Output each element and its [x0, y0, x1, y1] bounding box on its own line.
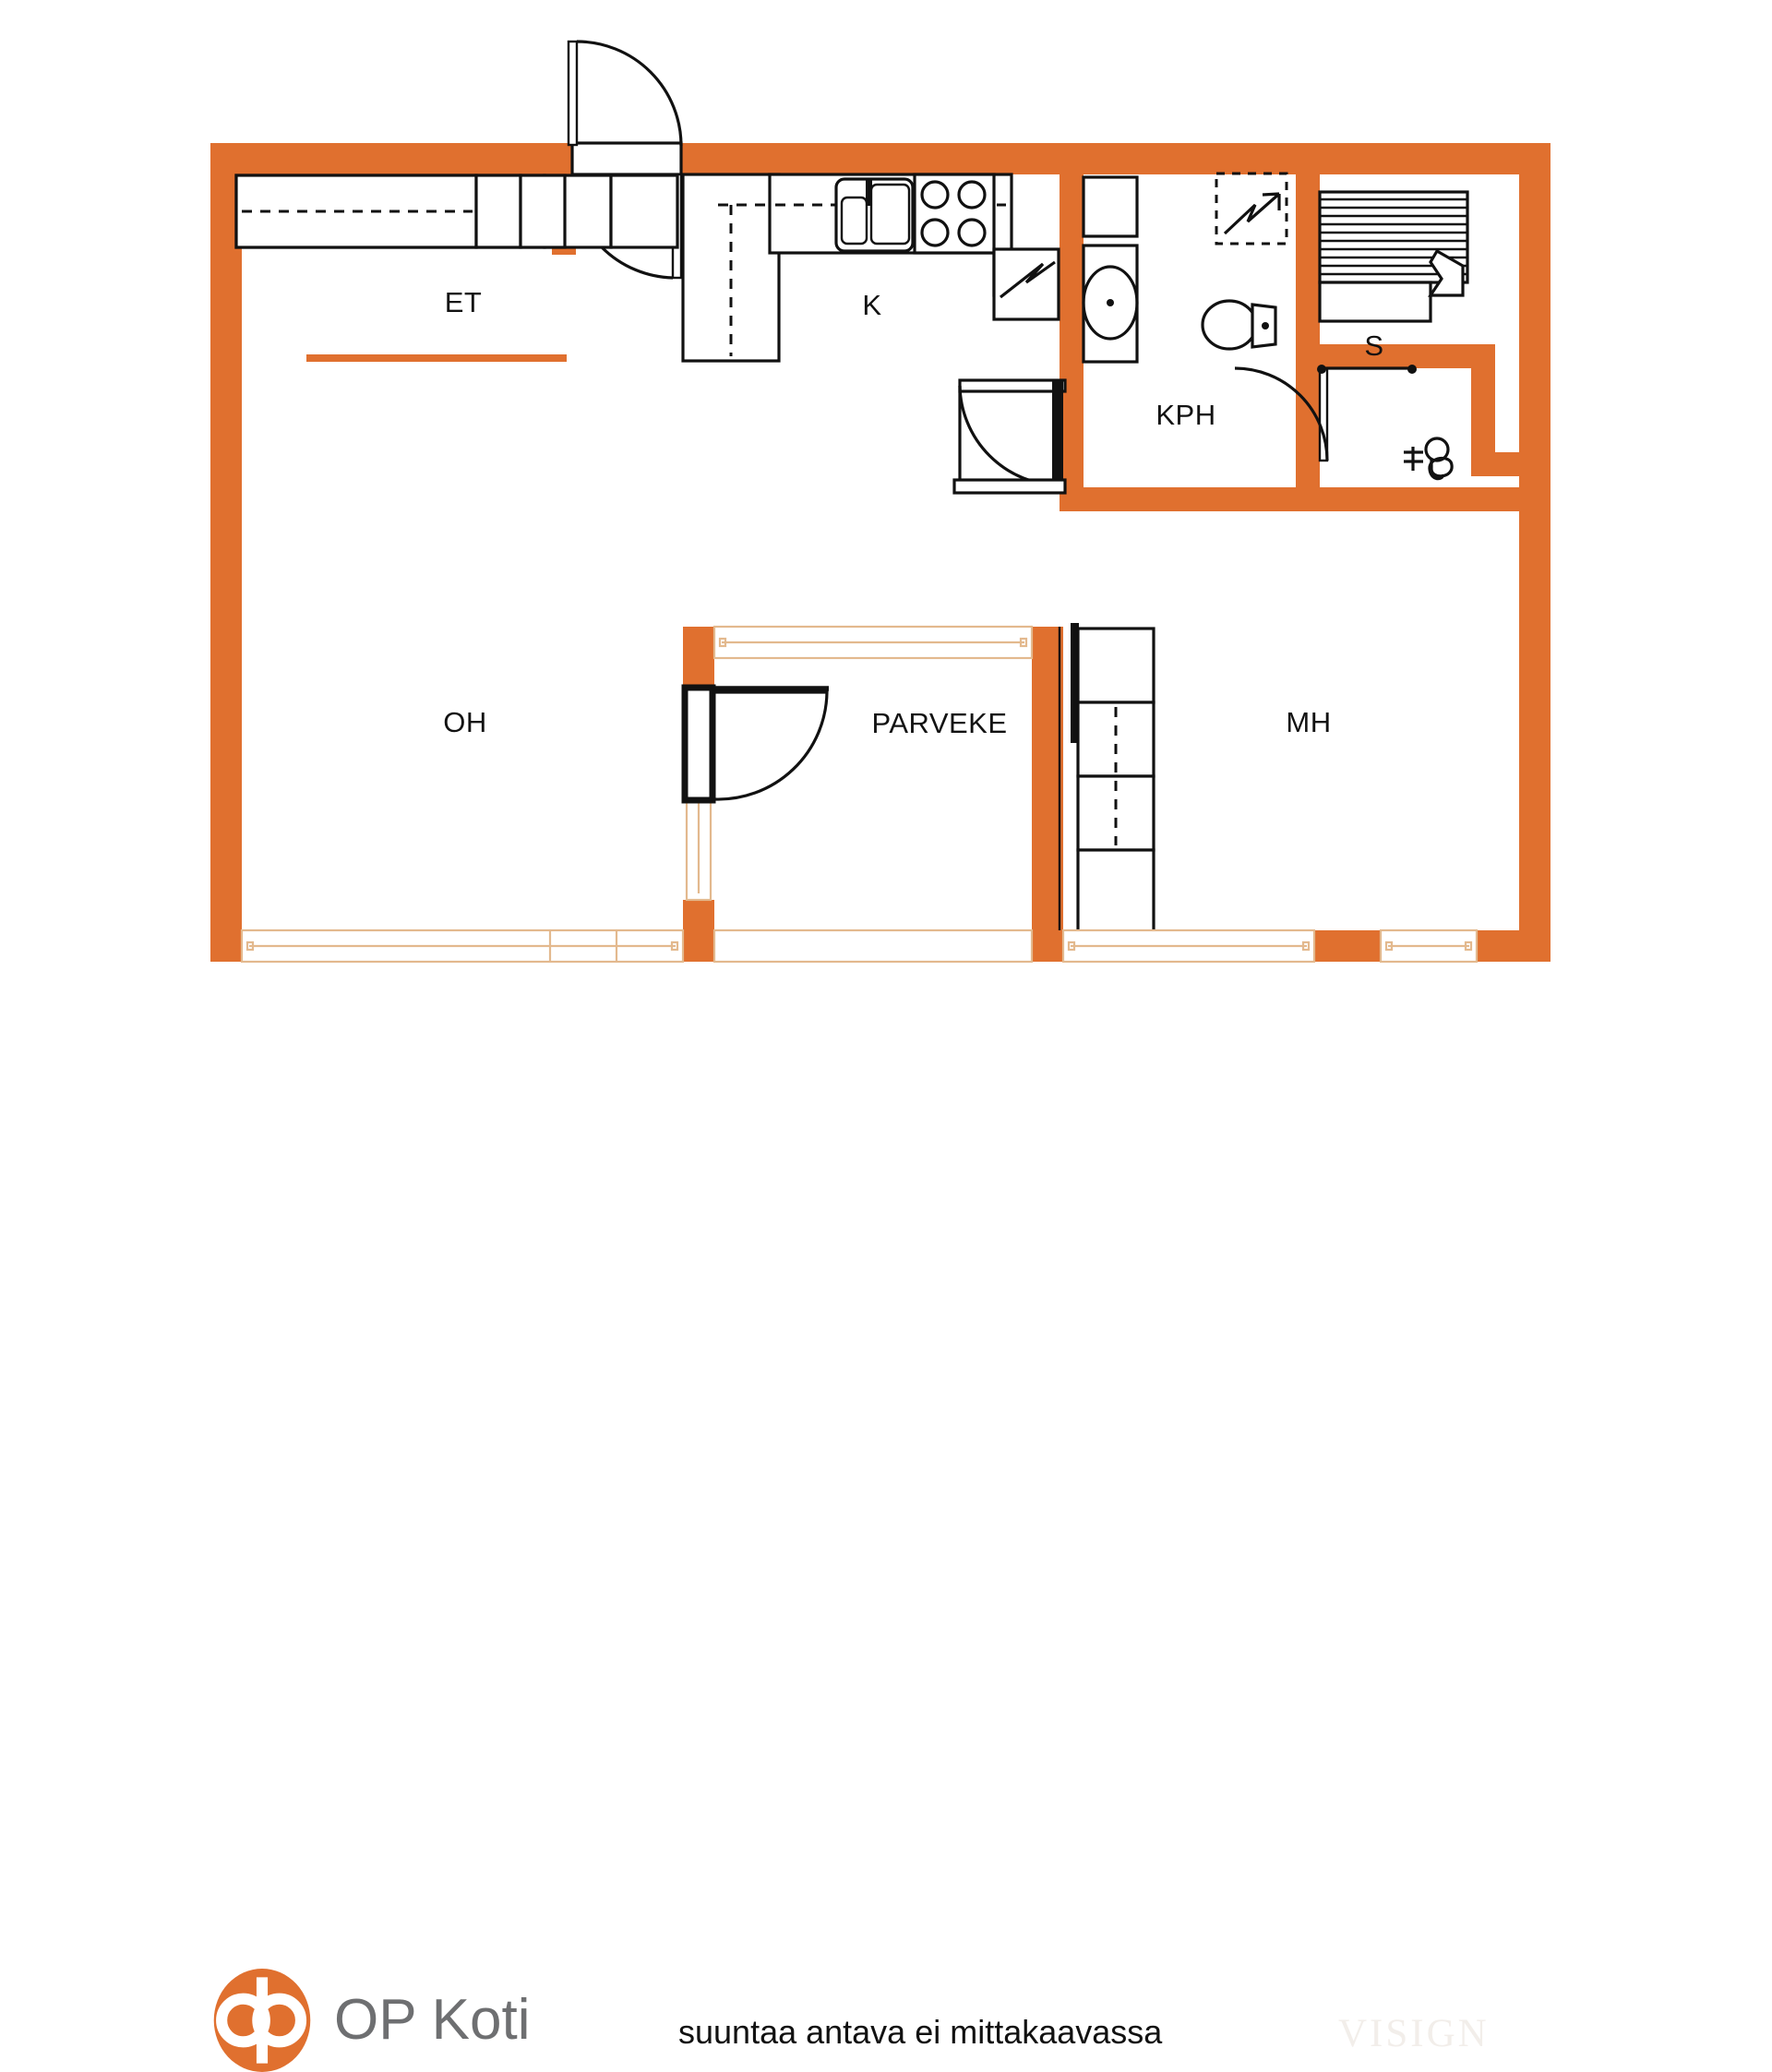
washing-machine-arrow	[1262, 192, 1281, 210]
sauna-stove	[1428, 248, 1465, 297]
kph-door-leaf	[958, 378, 1067, 393]
wardrobe-et-mid	[474, 174, 522, 249]
wardrobe-et-overlay	[234, 174, 567, 249]
brand-block: OP Koti	[210, 1969, 531, 2072]
kph-basin-bowl	[1082, 265, 1139, 341]
entry-door-panel-out-thick	[567, 40, 579, 147]
balcony-door-arc	[712, 690, 829, 801]
balcony-glazing-top-end-r	[1019, 637, 1028, 648]
visign-watermark: VISIGN	[1338, 2012, 1490, 2055]
wall-mh-left	[1032, 627, 1063, 962]
room-label-et: ET	[444, 286, 483, 318]
stove-burner-2	[957, 180, 987, 210]
balcony-door-leaf	[681, 684, 716, 804]
pier-bottom-balcony	[683, 930, 714, 962]
wall-sauna-bottom	[1296, 344, 1495, 368]
room-label-s: S	[1364, 329, 1384, 362]
kph-cabinet-top	[1082, 175, 1139, 238]
mh-window-left-end-l	[1067, 940, 1076, 952]
room-label-k: K	[862, 289, 882, 321]
pier-bottom-mh-right	[1477, 930, 1550, 962]
sink-basin-small	[840, 196, 868, 246]
stove-burner-1	[920, 180, 950, 210]
floor-plan-drawing: .w { fill: #E0702F; } .ln { fill: none; …	[210, 40, 1550, 964]
wall-sauna-right-step	[1471, 344, 1495, 464]
kph-door-panel	[1052, 380, 1063, 480]
entry-door-arc-out	[576, 40, 683, 147]
wardrobe-et-sec3	[609, 174, 679, 249]
wall-balcony-left-top	[683, 627, 714, 691]
sauna-door-arc	[1234, 366, 1329, 461]
bedroom-wardrobe-wall-fin	[1071, 623, 1079, 743]
dishwasher	[992, 247, 1060, 321]
kitchen-group	[681, 173, 1060, 363]
wall-kph-right-lower	[1296, 368, 1320, 487]
sauna-group	[1234, 190, 1469, 462]
wall-top	[210, 143, 1550, 174]
kph-basin-drain	[1107, 299, 1114, 306]
room-label-oh: OH	[443, 706, 487, 738]
mh-window-right-end-l	[1384, 940, 1394, 952]
oh-window-1-end-r	[670, 940, 679, 952]
balcony-group	[681, 625, 1034, 964]
bedroom-wardrobe-sec4	[1076, 848, 1155, 933]
pier-bottom-mh-left	[1032, 930, 1063, 962]
room-label-parveke: PARVEKE	[871, 707, 1008, 739]
floor-drain-symbol	[1404, 437, 1454, 481]
mh-window-right-end-r	[1464, 940, 1473, 952]
room-label-kph: KPH	[1155, 399, 1216, 431]
balcony-bottom-rail	[712, 928, 1034, 964]
stove-burner-3	[920, 218, 950, 247]
floor-plan-page: .w { fill: #E0702F; } .ln { fill: none; …	[0, 40, 1772, 2072]
sink-basin-large	[869, 183, 911, 246]
room-label-mh: MH	[1286, 706, 1332, 738]
oh-window-1-end-l	[245, 940, 255, 952]
kph-door-threshold	[952, 478, 1067, 495]
wall-right	[1519, 143, 1550, 962]
pier-bottom-mh-mid	[1314, 930, 1381, 962]
wardrobe-et-right	[519, 174, 567, 249]
wall-kph-left-lower	[1060, 349, 1084, 502]
sink-tap	[866, 180, 872, 206]
balcony-glazing-top-end-l	[718, 637, 727, 648]
wall-sauna-left	[1296, 174, 1320, 368]
bedroom-wardrobe-sec1	[1076, 627, 1155, 704]
toilet-flush-dot	[1262, 322, 1269, 329]
washing-machine-symbol	[1223, 192, 1281, 235]
brand-name: OP Koti	[334, 1988, 531, 2052]
op-logo-icon	[213, 1969, 311, 2072]
bedroom-wardrobe-group	[1071, 623, 1155, 933]
sauna-bench-slats	[1320, 198, 1467, 276]
sauna-lower-bench	[1318, 281, 1432, 323]
entry-door-leaf-frame	[570, 141, 683, 176]
wall-kph-bottom	[1060, 487, 1519, 511]
wall-left	[210, 143, 242, 962]
footer: OP Koti suuntaa antava ei mittakaavassa …	[0, 974, 1772, 2072]
kph-door-arc	[958, 385, 1060, 487]
toilet-bowl	[1201, 299, 1258, 351]
washing-machine	[1215, 172, 1288, 246]
dishwasher-symbol	[1000, 260, 1056, 299]
et-floor-divider	[306, 354, 567, 362]
kph-group	[952, 172, 1454, 495]
stove-burner-4	[957, 218, 987, 247]
wall-step-right	[1471, 452, 1550, 476]
mh-window-left-end-r	[1301, 940, 1311, 952]
plan-disclaimer: suuntaa antava ei mittakaavassa	[678, 2013, 1163, 2051]
windows-layer	[240, 928, 1479, 964]
